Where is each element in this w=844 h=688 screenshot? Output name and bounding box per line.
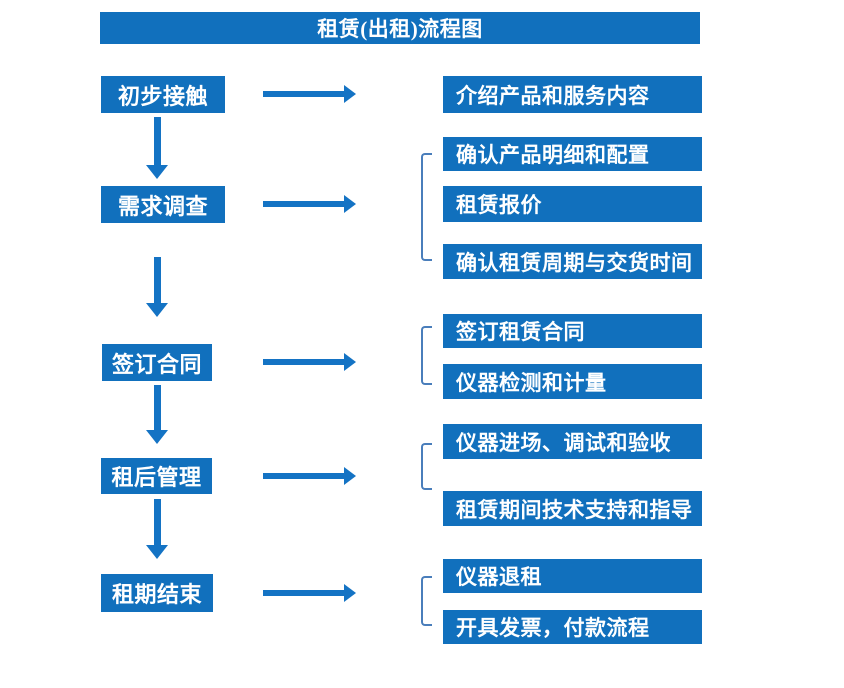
right-arrow-shaft bbox=[263, 359, 344, 365]
right-arrow-4 bbox=[263, 467, 356, 485]
bracket-demand-survey-group bbox=[421, 153, 432, 261]
down-arrow-shaft bbox=[153, 385, 161, 430]
right-arrow-head bbox=[344, 467, 356, 485]
right-arrow-head bbox=[344, 85, 356, 103]
stage-box-initial-contact: 初步接触 bbox=[101, 76, 225, 113]
detail-box-instrument-arrival-commissioning: 仪器进场、调试和验收 bbox=[443, 424, 702, 459]
right-arrow-shaft bbox=[263, 201, 344, 207]
down-arrow-shaft bbox=[153, 257, 161, 303]
bracket-sign-contract-group bbox=[421, 326, 432, 385]
down-arrow-1 bbox=[146, 117, 168, 179]
bracket-post-rental-group bbox=[421, 443, 432, 490]
right-arrow-shaft bbox=[263, 473, 344, 479]
right-arrow-shaft bbox=[263, 590, 344, 596]
stage-box-post-rental-management: 租后管理 bbox=[101, 458, 212, 494]
detail-box-instrument-testing-metering: 仪器检测和计量 bbox=[443, 364, 702, 399]
down-arrow-3 bbox=[146, 385, 168, 444]
bracket-lease-end-group bbox=[421, 576, 432, 626]
down-arrow-head bbox=[146, 430, 168, 444]
right-arrow-head bbox=[344, 195, 356, 213]
stage-box-sign-contract: 签订合同 bbox=[102, 344, 212, 381]
down-arrow-head bbox=[146, 545, 168, 559]
detail-box-sign-rental-contract: 签订租赁合同 bbox=[443, 314, 702, 348]
detail-box-confirm-product-details-config: 确认产品明细和配置 bbox=[443, 137, 702, 171]
down-arrow-shaft bbox=[153, 117, 161, 165]
right-arrow-head bbox=[344, 584, 356, 602]
flowchart-title: 租赁(出租)流程图 bbox=[100, 12, 700, 44]
stage-box-lease-end: 租期结束 bbox=[101, 574, 213, 612]
right-arrow-2 bbox=[263, 195, 356, 213]
stage-box-demand-survey: 需求调查 bbox=[101, 186, 225, 223]
down-arrow-head bbox=[146, 165, 168, 179]
down-arrow-shaft bbox=[153, 499, 161, 545]
detail-box-invoice-payment-process: 开具发票，付款流程 bbox=[443, 610, 702, 644]
right-arrow-5 bbox=[263, 584, 356, 602]
down-arrow-4 bbox=[146, 499, 168, 559]
right-arrow-head bbox=[344, 353, 356, 371]
right-arrow-3 bbox=[263, 353, 356, 371]
detail-box-introduce-products-services: 介绍产品和服务内容 bbox=[443, 76, 702, 113]
down-arrow-2 bbox=[146, 257, 168, 317]
detail-box-technical-support-guidance: 租赁期间技术支持和指导 bbox=[443, 491, 702, 526]
down-arrow-head bbox=[146, 303, 168, 317]
detail-box-rental-quotation: 租赁报价 bbox=[443, 186, 702, 222]
detail-box-instrument-return: 仪器退租 bbox=[443, 559, 702, 593]
right-arrow-shaft bbox=[263, 91, 344, 97]
detail-box-confirm-rental-period-delivery: 确认租赁周期与交货时间 bbox=[443, 244, 702, 279]
right-arrow-1 bbox=[263, 85, 356, 103]
